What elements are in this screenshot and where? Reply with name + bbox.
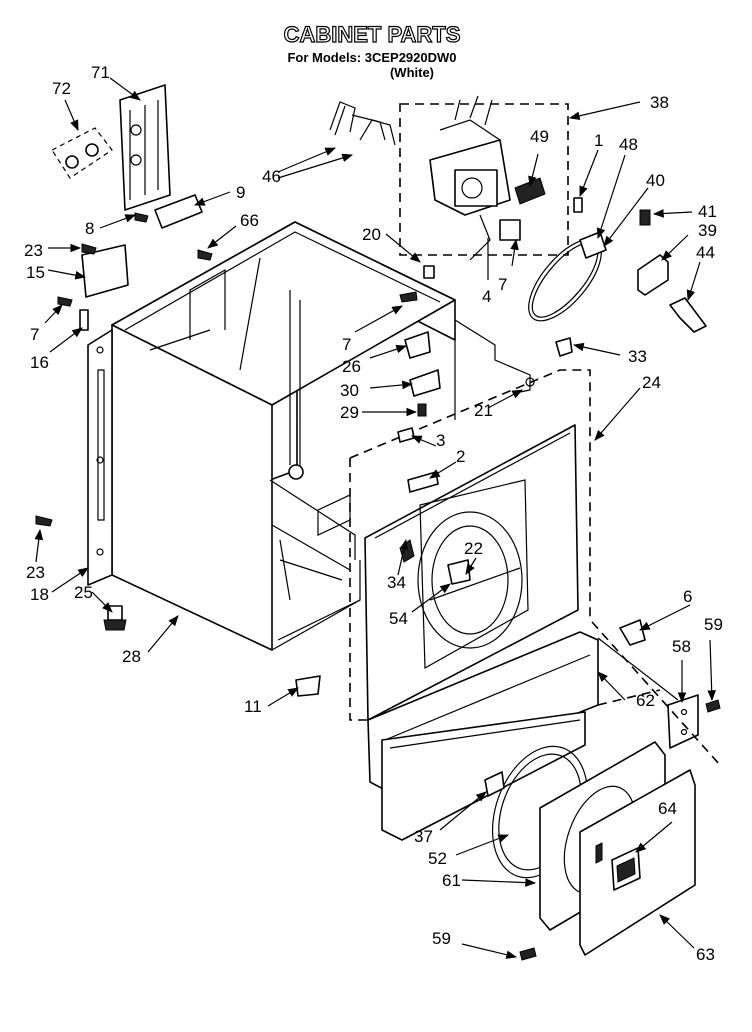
terminal-block: [51, 84, 203, 229]
label-6: 6: [683, 587, 692, 606]
title-block: CABINET PARTS For Models: 3CEP2920DW0 (W…: [283, 21, 461, 80]
label-41: 41: [698, 202, 717, 221]
label-44: 44: [696, 243, 715, 262]
label-11: 11: [244, 697, 262, 716]
model-subtitle: For Models: 3CEP2920DW0: [287, 50, 456, 65]
part-number-labels: 71 72 9 8 66 23 15 7 16 46 20 7 26 30 29…: [24, 63, 723, 964]
assembly-dash-lines: [349, 103, 591, 721]
label-7-center: 7: [342, 335, 351, 354]
label-58: 58: [672, 637, 691, 656]
page-title: CABINET PARTS: [284, 22, 461, 47]
motor-assembly: [429, 95, 546, 261]
color-variant: (White): [390, 65, 434, 80]
label-9: 9: [236, 183, 245, 202]
door-assembly: [381, 621, 721, 956]
label-48: 48: [619, 135, 638, 154]
idler-pulley: [579, 231, 607, 259]
label-62: 62: [636, 691, 655, 710]
label-46: 46: [262, 167, 281, 186]
label-23-top: 23: [24, 241, 43, 260]
label-33: 33: [628, 347, 647, 366]
label-23-bottom: 23: [26, 563, 45, 582]
clip-16: [79, 309, 89, 331]
label-21: 21: [474, 401, 493, 420]
label-15: 15: [26, 263, 45, 282]
label-52: 52: [428, 849, 447, 868]
label-28: 28: [122, 647, 141, 666]
label-24: 24: [642, 373, 661, 392]
label-26: 26: [342, 357, 361, 376]
label-25: 25: [74, 583, 93, 602]
label-34: 34: [387, 573, 406, 592]
label-63: 63: [696, 945, 715, 964]
label-16: 16: [30, 353, 49, 372]
bracket-39: [637, 254, 669, 296]
label-37: 37: [414, 827, 433, 846]
label-1: 1: [594, 131, 603, 150]
leader-lines: [34, 77, 716, 959]
label-38: 38: [650, 93, 669, 112]
label-20: 20: [362, 225, 381, 244]
label-61: 61: [442, 871, 461, 890]
label-8: 8: [85, 219, 94, 238]
label-66: 66: [240, 211, 259, 230]
label-18: 18: [30, 585, 49, 604]
bracket-15: [81, 244, 129, 298]
label-30: 30: [340, 381, 359, 400]
label-3: 3: [436, 431, 445, 450]
label-39: 39: [698, 221, 717, 240]
label-64: 64: [658, 799, 677, 818]
cabinet-body: [87, 221, 535, 651]
label-7-right: 7: [498, 275, 507, 294]
label-40: 40: [646, 171, 665, 190]
label-59-bottom: 59: [432, 929, 451, 948]
label-7-left: 7: [30, 325, 39, 344]
label-72: 72: [52, 79, 71, 98]
label-2: 2: [456, 447, 465, 466]
label-49: 49: [530, 127, 549, 146]
label-29: 29: [340, 403, 359, 422]
label-54: 54: [389, 609, 408, 628]
label-22: 22: [464, 539, 483, 558]
label-59-right: 59: [704, 615, 723, 634]
label-71: 71: [91, 63, 110, 82]
screws: [35, 212, 721, 961]
clip-44: [669, 297, 707, 333]
wire-harness: [329, 101, 396, 146]
label-4: 4: [482, 287, 491, 306]
